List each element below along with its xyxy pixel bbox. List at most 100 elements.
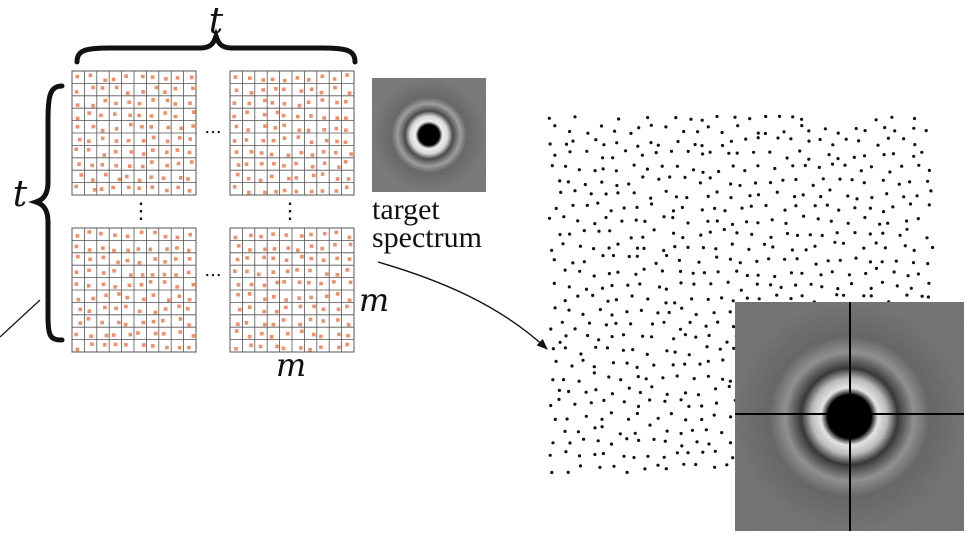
output-point <box>744 137 748 141</box>
sample-point <box>286 153 291 158</box>
output-point <box>864 271 868 276</box>
output-point <box>637 438 641 442</box>
sample-point <box>188 101 192 106</box>
output-point <box>801 193 805 197</box>
sample-point <box>91 124 96 129</box>
sample-point <box>270 77 275 82</box>
output-point <box>679 398 683 402</box>
sample-point <box>187 248 191 253</box>
output-point <box>811 183 815 187</box>
sample-point <box>344 185 349 190</box>
output-point <box>863 129 867 133</box>
sample-point <box>309 189 314 194</box>
sample-point <box>295 114 300 119</box>
sample-point <box>324 294 329 298</box>
output-point <box>883 246 888 250</box>
output-point <box>566 470 570 474</box>
output-point <box>638 390 643 395</box>
sample-point <box>162 272 167 277</box>
ellipsis-horizontal-bottom: ... <box>204 260 221 281</box>
sample-point <box>282 164 286 168</box>
output-point <box>704 428 708 432</box>
output-point <box>646 115 650 120</box>
output-point <box>661 376 665 380</box>
sample-point <box>111 77 116 82</box>
output-point <box>634 218 638 222</box>
sample-point <box>270 101 275 105</box>
sample-point <box>86 317 91 321</box>
sample-point <box>344 116 348 120</box>
sample-point <box>238 307 242 312</box>
output-point <box>706 297 710 301</box>
output-point <box>625 361 629 365</box>
output-point <box>882 153 886 157</box>
sample-point <box>348 242 353 247</box>
sample-point <box>320 246 324 251</box>
output-point <box>762 242 767 246</box>
target-spectrum-label-line2: spectrum <box>372 221 482 254</box>
sample-point <box>299 150 303 155</box>
output-point <box>608 229 612 233</box>
sample-point <box>335 116 339 120</box>
output-point <box>683 333 688 337</box>
sample-point <box>233 269 237 273</box>
sample-point <box>151 148 155 152</box>
output-point <box>596 439 600 443</box>
output-point <box>729 196 733 200</box>
output-point <box>582 229 586 233</box>
output-point <box>920 294 924 298</box>
sample-point <box>282 87 286 92</box>
output-point <box>842 293 846 297</box>
output-point <box>646 297 650 301</box>
output-point <box>732 346 736 350</box>
output-point <box>775 293 779 297</box>
output-point <box>706 125 710 129</box>
sample-point <box>334 189 339 193</box>
output-point <box>868 206 873 210</box>
output-point <box>707 442 711 446</box>
output-point <box>652 363 656 367</box>
output-point <box>649 123 653 127</box>
output-point <box>798 149 802 153</box>
sample-point <box>191 124 195 128</box>
sample-point <box>236 292 240 297</box>
sample-point <box>259 161 264 166</box>
output-point <box>764 203 768 208</box>
output-point <box>802 214 806 218</box>
output-point <box>701 450 705 454</box>
sample-point <box>337 345 341 350</box>
sample-point <box>269 152 274 157</box>
output-point <box>592 371 596 375</box>
output-point <box>728 379 733 383</box>
output-point <box>917 163 921 167</box>
output-point <box>691 168 696 172</box>
sample-point <box>87 268 91 273</box>
output-point <box>657 177 661 181</box>
sample-point <box>300 254 304 259</box>
output-point <box>576 430 581 434</box>
output-point <box>745 273 750 278</box>
output-point <box>679 281 683 285</box>
sample-point <box>308 268 312 273</box>
sample-point <box>334 126 339 131</box>
sample-point <box>125 258 130 263</box>
sample-point <box>320 172 325 176</box>
output-point <box>874 241 878 245</box>
output-point <box>757 297 761 301</box>
sample-point <box>246 176 251 181</box>
sample-point <box>306 128 311 133</box>
sample-point <box>173 86 177 91</box>
output-point <box>727 384 731 389</box>
output-point <box>831 143 835 147</box>
output-point <box>809 282 813 286</box>
output-point <box>912 126 916 130</box>
output-point <box>800 294 804 298</box>
output-point <box>664 125 668 129</box>
sample-point <box>236 244 241 248</box>
output-point <box>611 253 616 258</box>
sample-point <box>149 125 153 129</box>
output-point <box>722 227 726 232</box>
sample-point <box>287 176 291 181</box>
output-point <box>680 444 684 448</box>
output-point <box>663 399 667 403</box>
